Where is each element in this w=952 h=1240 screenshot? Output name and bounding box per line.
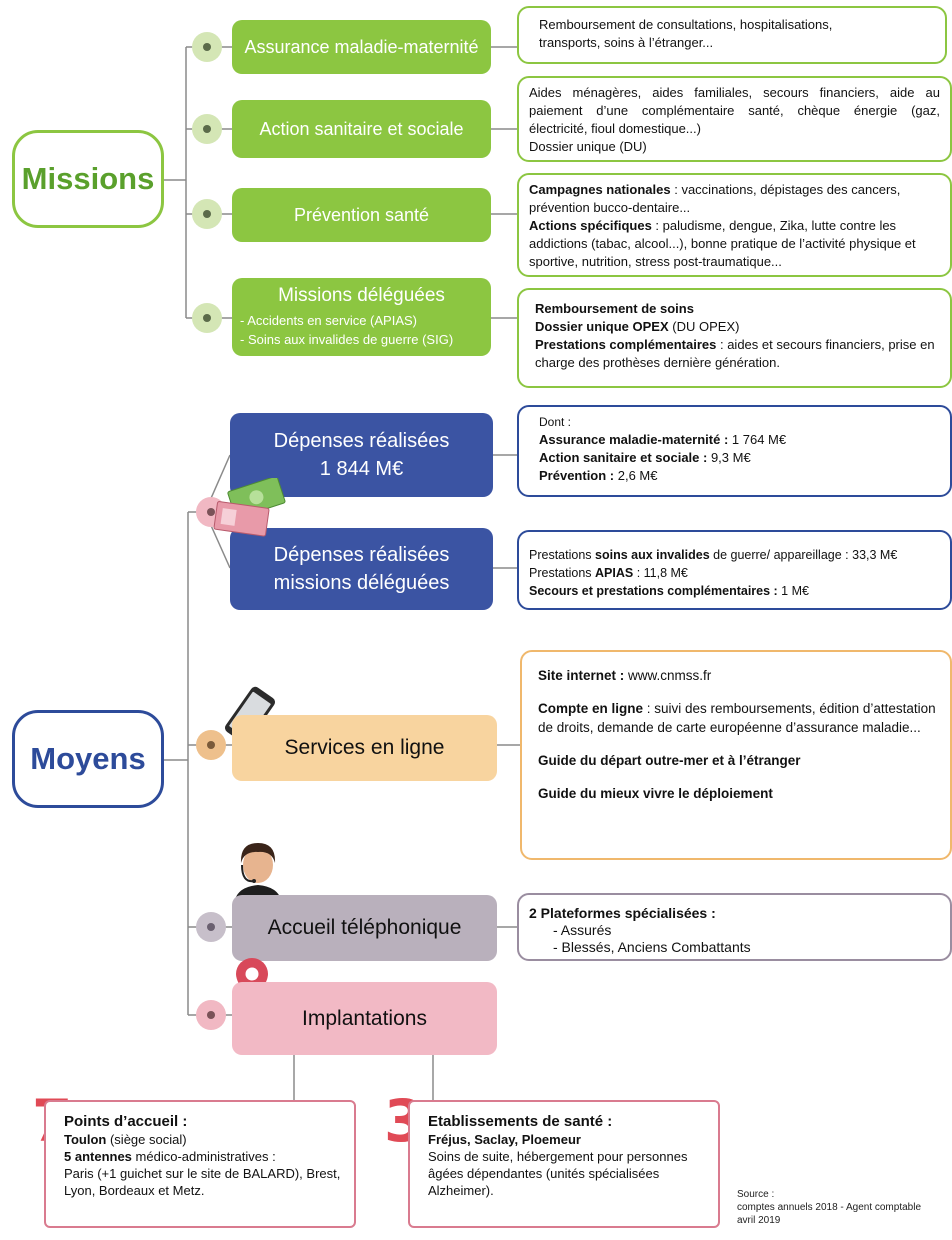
sub-item: - Accidents en service (APIAS) [240, 313, 418, 328]
detail-bold: APIAS [595, 566, 634, 580]
detail-line: Soins de suite, hébergement pour personn… [428, 1149, 688, 1198]
detail-line: transports, soins à l’étranger... [539, 35, 714, 50]
branch-dot [196, 1000, 226, 1030]
services-detail: Site internet : www.cnmss.fr Compte en l… [520, 650, 952, 860]
branch-dot [192, 303, 222, 333]
node-label-line: 1 844 M€ [319, 458, 404, 480]
detail-text: (siège social) [106, 1132, 187, 1147]
branch-dot [192, 199, 222, 229]
branch-dot [192, 32, 222, 62]
detail-line: Remboursement de consultations, hospital… [539, 17, 833, 32]
branch-dot [196, 730, 226, 760]
missions-deleguees-detail: Remboursement de soins Dossier unique OP… [517, 288, 952, 388]
node-label-line: missions déléguées [273, 572, 450, 594]
detail-text: 1 764 M€ [728, 432, 787, 447]
detail-text: www.cnmss.fr [624, 668, 712, 683]
detail-text: médico-administratives : [131, 1149, 276, 1164]
detail-bold: Toulon [64, 1132, 107, 1147]
detail-text: 9,3 M€ [707, 450, 751, 465]
accueil-telephonique-node: Accueil téléphonique [232, 895, 497, 961]
detail-text: : vaccinations, dépistages des cancers, … [529, 182, 901, 215]
node-label: Action sanitaire et sociale [259, 118, 464, 139]
detail-bold: Action sanitaire et sociale : [539, 450, 708, 465]
detail-bold: Etablissements de santé : [428, 1113, 613, 1130]
etablissements-detail: Etablissements de santé : Fréjus, Saclay… [408, 1100, 720, 1228]
branch-dot [192, 114, 222, 144]
banknotes-icon [213, 478, 286, 537]
detail-line: - Blessés, Anciens Combattants [553, 939, 751, 955]
detail-text: Aides ménagères, aides familiales, secou… [529, 85, 940, 136]
detail-paragraph: Actions spécifiques : paludisme, dengue,… [529, 217, 940, 271]
node-label: Services en ligne [284, 736, 445, 759]
sub-item: - Soins aux invalides de guerre (SIG) [240, 332, 454, 347]
detail-bold: Campagnes nationales [529, 182, 671, 197]
detail-line: Dossier unique (DU) [529, 139, 647, 154]
assurance-maladie-node: Assurance maladie-maternité [232, 20, 491, 74]
node-label: Prévention santé [293, 204, 430, 225]
source-note: Source : comptes annuels 2018 - Agent co… [737, 1188, 921, 1227]
detail-bold: Points d’accueil : [64, 1113, 188, 1130]
detail-text: : 11,8 M€ [633, 566, 688, 580]
detail-bold: 2 Plateformes spécialisées : [529, 905, 716, 921]
detail-bold: Guide du mieux vivre le déploiement [538, 786, 773, 801]
detail-text: 1 M€ [777, 584, 809, 598]
assurance-maladie-detail: Remboursement de consultations, hospital… [517, 6, 947, 64]
detail-bold: Actions spécifiques [529, 218, 652, 233]
detail-text: de guerre/ appareillage : 33,3 M€ [709, 548, 898, 562]
node-label: Missions déléguées [278, 285, 445, 306]
missions-root-label: Missions [21, 161, 155, 196]
detail-text: (DU OPEX) [668, 319, 740, 334]
detail-text: Prestations [529, 548, 596, 562]
detail-line: Dont : [539, 415, 572, 429]
source-line: comptes annuels 2018 - Agent comptable [737, 1202, 922, 1213]
implantations-node: Implantations [232, 982, 497, 1055]
detail-bold: Site internet : [538, 668, 625, 683]
accueil-detail: 2 Plateformes spécialisées : - Assurés -… [517, 893, 952, 961]
branch-dot [196, 912, 226, 942]
source-line: avril 2019 [737, 1215, 781, 1226]
moyens-root-label: Moyens [30, 741, 146, 776]
node-label: Accueil téléphonique [267, 916, 462, 939]
detail-text: 2,6 M€ [614, 468, 658, 483]
depenses-detail: Dont : Assurance maladie-maternité : 1 7… [517, 405, 952, 497]
detail-bold: Secours et prestations complémentaires : [529, 584, 778, 598]
source-line: Source : [737, 1189, 775, 1200]
detail-bold: Prévention : [539, 468, 615, 483]
prevention-sante-detail: Campagnes nationales : vaccinations, dép… [517, 173, 952, 277]
moyens-root-node: Moyens [12, 710, 164, 808]
detail-paragraph: Campagnes nationales : vaccinations, dép… [529, 181, 940, 217]
missions-deleguees-node: Missions déléguées - Accidents en servic… [232, 278, 491, 356]
detail-text: : paludisme, dengue, Zika, lutte contre … [529, 218, 916, 269]
detail-text: : aides et secours financiers, prise en … [535, 337, 935, 370]
detail-bold: Assurance maladie-maternité : [539, 432, 729, 447]
node-label-line: Dépenses réalisées [273, 430, 450, 452]
detail-text: Prestations [529, 566, 596, 580]
node-label-line: Dépenses réalisées [273, 544, 450, 566]
detail-bold: 5 antennes [64, 1149, 132, 1164]
depenses-missions-deleguees-node: Dépenses réalisées missions déléguées [230, 528, 493, 610]
services-en-ligne-node: Services en ligne [232, 715, 497, 781]
prevention-sante-node: Prévention santé [232, 188, 491, 242]
node-label: Implantations [302, 1006, 427, 1030]
detail-line: - Assurés [553, 922, 612, 938]
detail-bold: Compte en ligne [538, 701, 644, 716]
detail-bold: Guide du départ outre-mer et à l’étrange… [538, 753, 801, 768]
depenses-realisees-node: Dépenses réalisées 1 844 M€ [230, 413, 493, 497]
detail-bold: Remboursement de soins [535, 301, 694, 316]
detail-line: Paris (+1 guichet sur le site de BALARD)… [64, 1166, 341, 1198]
points-accueil-detail: Points d’accueil : Toulon (siège social)… [44, 1100, 356, 1228]
detail-bold: Dossier unique OPEX [535, 319, 669, 334]
depenses-deleguees-detail: Prestations soins aux invalides de guerr… [517, 530, 952, 610]
missions-root-node: Missions [12, 130, 164, 228]
detail-text: : suivi des remboursements, édition d’at… [538, 701, 936, 735]
node-label: Assurance maladie-maternité [244, 36, 479, 57]
detail-bold: Fréjus, Saclay, Ploemeur [428, 1132, 581, 1147]
action-sanitaire-detail: Aides ménagères, aides familiales, secou… [517, 76, 952, 162]
action-sanitaire-node: Action sanitaire et sociale [232, 100, 491, 158]
detail-bold: soins aux invalides [595, 548, 710, 562]
detail-bold: Prestations complémentaires [535, 337, 717, 352]
